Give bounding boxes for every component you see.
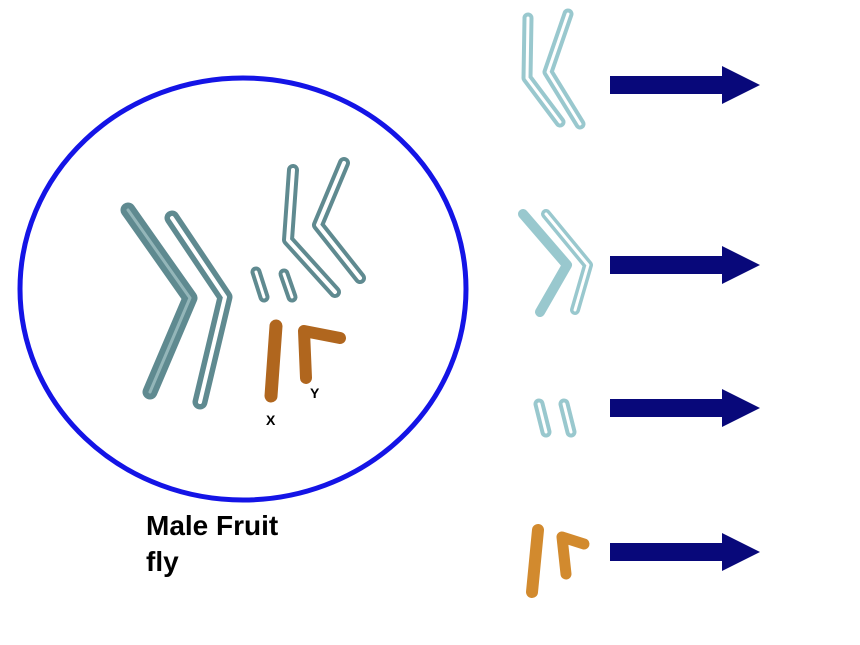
separated-pair-2 [521,8,586,130]
separated-pair-3 [518,209,593,317]
y-chromosome-label: Y [310,385,320,401]
sex-chromosomes-in-cell [264,319,346,403]
x-chromosome [264,319,283,403]
cell-outline [17,75,469,503]
arrow-right-icon [610,246,760,284]
separated-pair-4 [533,398,577,438]
separated-sex-pair [526,524,590,598]
caption-line-2: fly [146,546,179,577]
arrow-right-icon [610,389,760,427]
arrow-right-icon [610,66,760,104]
y-chromosome [298,325,346,384]
caption-line-1: Male Fruit [146,510,279,541]
chromosome-pair-2-in-cell [120,202,233,410]
caption: Male Fruit fly [146,508,346,580]
arrow-right-icon [610,533,760,571]
x-chromosome-label: X [266,412,276,428]
chromosome-pair-4-in-cell [250,266,298,303]
chromosome-pair-3-in-cell [282,157,366,298]
